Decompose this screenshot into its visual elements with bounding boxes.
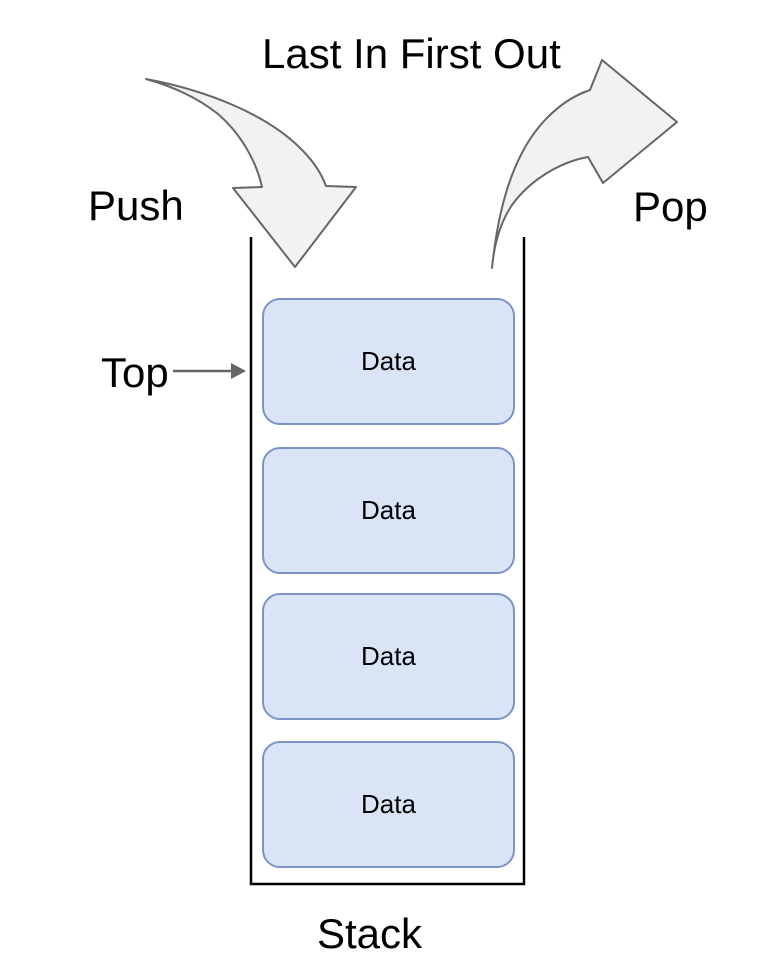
stack-item: Data	[262, 447, 515, 574]
stack-item: Data	[262, 593, 515, 720]
curved-arrow-up-right-icon	[491, 59, 678, 269]
curved-arrow-down-icon	[145, 78, 357, 268]
arrow-right-icon	[231, 363, 246, 379]
stack-label: Stack	[317, 910, 423, 957]
stack-item: Data	[262, 741, 515, 868]
stack-container-outline	[249, 237, 526, 886]
pop-label: Pop	[633, 183, 708, 230]
stack-item: Data	[262, 298, 515, 425]
push-label: Push	[88, 182, 184, 229]
top-label: Top	[101, 349, 169, 396]
diagram-title: Last In First Out	[262, 30, 561, 77]
